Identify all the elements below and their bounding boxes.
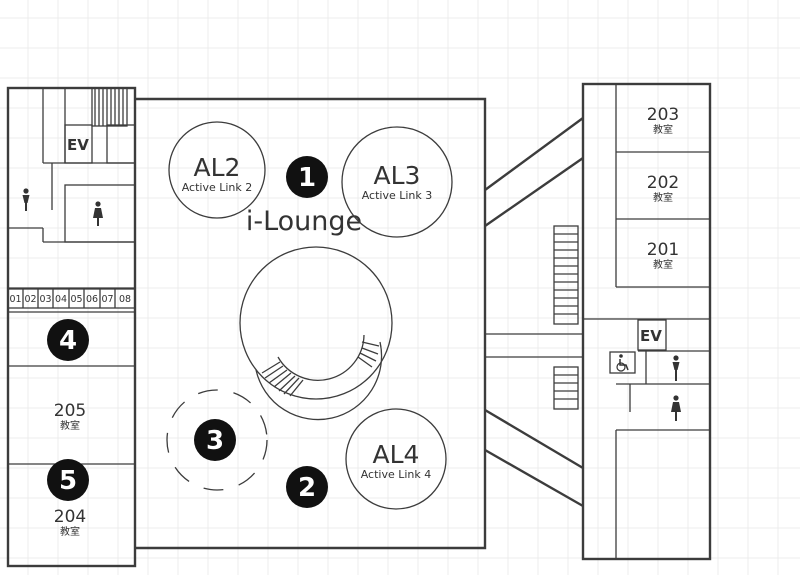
room-203-label: 教室 <box>653 123 673 136</box>
room-205-label: 教室 <box>60 419 80 432</box>
room-204-label: 教室 <box>60 525 80 538</box>
bridge-corridors <box>484 117 584 508</box>
locker-07: 07 <box>101 294 113 305</box>
active-link-2-code: AL2 <box>194 153 241 182</box>
active-link-2[interactable]: AL2 Active Link 2 <box>168 121 266 219</box>
spiral-staircase-icon <box>239 246 393 421</box>
marker-3-number: 3 <box>206 426 224 456</box>
female-restroom-icon <box>93 201 103 226</box>
room-205-number: 205 <box>54 401 86 421</box>
active-link-4-code: AL4 <box>373 440 420 469</box>
left-wing <box>6 86 137 568</box>
lounge-hall <box>135 97 487 550</box>
right-elevator <box>637 319 667 351</box>
marker-2[interactable]: 2 <box>286 466 328 508</box>
locker-06: 06 <box>86 294 98 305</box>
dashed-circle-area <box>166 389 268 491</box>
active-link-3-code: AL3 <box>374 161 421 190</box>
room-202-label: 教室 <box>653 191 673 204</box>
room-204-number: 204 <box>54 507 86 527</box>
room-202[interactable]: 202 教室 <box>647 173 679 204</box>
male-restroom-icon <box>22 188 30 211</box>
marker-5[interactable]: 5 <box>47 459 89 501</box>
room-201[interactable]: 201 教室 <box>647 240 679 271</box>
room-201-number: 201 <box>647 240 679 260</box>
marker-5-number: 5 <box>59 466 77 496</box>
locker-05: 05 <box>70 294 82 305</box>
active-link-4-name: Active Link 4 <box>361 468 432 481</box>
room-204[interactable]: 204 教室 <box>54 507 86 538</box>
active-link-3-name: Active Link 3 <box>362 189 433 202</box>
locker-01: 01 <box>9 294 21 305</box>
left-stairs-icon <box>94 88 124 126</box>
marker-2-number: 2 <box>298 473 316 503</box>
right-elevator-label: EV <box>640 327 662 345</box>
room-201-label: 教室 <box>653 258 673 271</box>
wheelchair-icon <box>609 351 636 374</box>
locker-03: 03 <box>39 294 51 305</box>
lounge-name: i-Lounge <box>246 206 362 237</box>
right-male-restroom-icon <box>672 355 680 381</box>
locker-08: 08 <box>119 294 131 305</box>
room-205[interactable]: 205 教室 <box>54 401 86 432</box>
marker-4[interactable]: 4 <box>47 319 89 361</box>
locker-02: 02 <box>24 294 36 305</box>
right-female-restroom-icon <box>671 395 681 421</box>
locker-row: 01 02 03 04 05 06 07 08 <box>7 288 136 309</box>
marker-1[interactable]: 1 <box>286 156 328 198</box>
right-stairs-icon <box>553 225 579 410</box>
active-link-4[interactable]: AL4 Active Link 4 <box>345 408 447 510</box>
room-203-number: 203 <box>647 105 679 125</box>
left-elevator-label: EV <box>67 136 89 154</box>
active-link-2-name: Active Link 2 <box>182 181 253 194</box>
active-link-3[interactable]: AL3 Active Link 3 <box>341 126 453 238</box>
marker-4-number: 4 <box>59 326 77 356</box>
right-wing <box>581 82 712 561</box>
room-202-number: 202 <box>647 173 679 193</box>
marker-3[interactable]: 3 <box>194 419 236 461</box>
marker-1-number: 1 <box>298 163 316 193</box>
locker-04: 04 <box>55 294 67 305</box>
room-203[interactable]: 203 教室 <box>647 105 679 136</box>
